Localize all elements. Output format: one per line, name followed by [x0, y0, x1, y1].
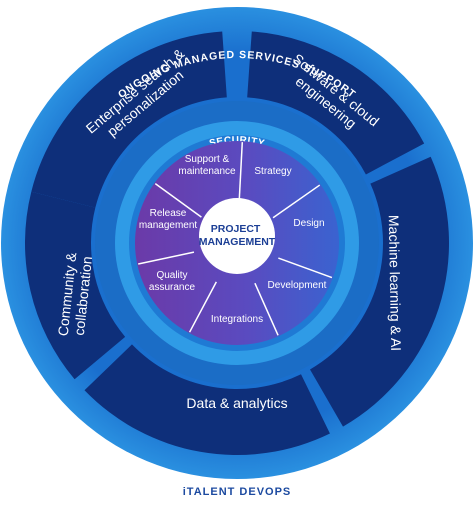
inner-divider	[154, 183, 202, 218]
inner-dividers	[138, 142, 333, 336]
diagram-caption: iTALENT DEVOPS	[182, 486, 292, 498]
inner-label-integrations: Integrations	[211, 314, 263, 325]
inner-label-design: Design	[293, 218, 324, 229]
outer-segment-software	[247, 31, 425, 175]
outer-segments	[25, 31, 450, 456]
inner-divider	[278, 257, 333, 279]
inner-label-development: Development	[268, 280, 327, 291]
outer-label-data: Data & analytics	[186, 395, 287, 411]
inner-label-strategy: Strategy	[254, 166, 291, 177]
outer-label-machine: Machine learning & AI	[386, 215, 404, 351]
inner-divider	[138, 251, 195, 265]
inner-divider	[254, 282, 279, 336]
outer-segment-machine	[310, 156, 450, 427]
outer-segment-enterprise	[31, 31, 227, 208]
outer-segment-community	[25, 191, 126, 380]
inner-divider	[188, 281, 218, 333]
inner-label-support: Support &maintenance	[178, 154, 236, 177]
inner-divider	[272, 184, 321, 219]
outer-segment-data	[84, 344, 330, 456]
inner-divider	[238, 142, 244, 200]
center-label: PROJECT MANAGEMENT	[199, 223, 276, 248]
center-circle	[199, 198, 275, 274]
